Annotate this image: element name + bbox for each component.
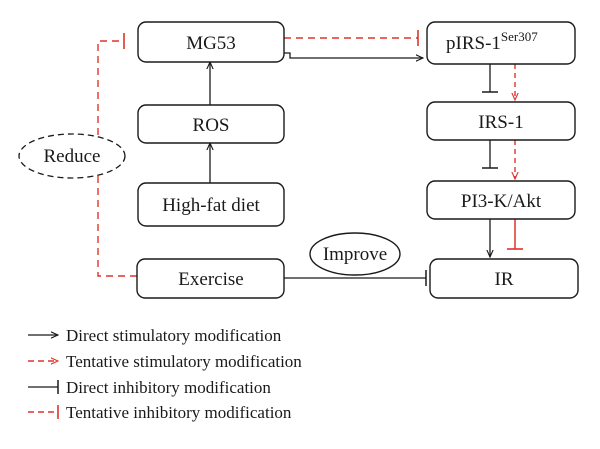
svg-text:Improve: Improve <box>323 244 387 265</box>
node-exercise: Exercise <box>136 258 285 299</box>
legend-item-tentative-inhibitory: Tentative inhibitory modification <box>28 403 292 422</box>
svg-text:High-fat diet: High-fat diet <box>162 195 260 216</box>
node-pirs1: pIRS-1Ser307 <box>426 21 576 65</box>
edge-mg53-to-pirs1 <box>284 52 423 58</box>
oval-improve: Improve <box>309 232 401 276</box>
pirs1-label: pIRS-1 <box>446 33 501 54</box>
svg-text:MG53: MG53 <box>186 33 236 54</box>
svg-text:Direct stimulatory modificatio: Direct stimulatory modification <box>66 326 282 345</box>
svg-text:Tentative stimulatory modifica: Tentative stimulatory modification <box>66 352 302 371</box>
node-pi3k-akt: PI3-K/Akt <box>426 180 576 220</box>
svg-text:IR: IR <box>495 269 514 290</box>
node-mg53: MG53 <box>137 21 285 63</box>
pirs1-superscript: Ser307 <box>501 29 538 44</box>
svg-text:pIRS-1Ser307: pIRS-1Ser307 <box>446 29 538 54</box>
oval-reduce: Reduce <box>18 133 126 179</box>
legend-item-direct-inhibitory: Direct inhibitory modification <box>28 378 271 397</box>
node-ros: ROS <box>137 104 285 144</box>
svg-text:Tentative inhibitory modificat: Tentative inhibitory modification <box>66 403 292 422</box>
legend-item-direct-stimulatory: Direct stimulatory modification <box>28 326 282 345</box>
svg-text:ROS: ROS <box>193 115 230 136</box>
svg-text:PI3-K/Akt: PI3-K/Akt <box>461 191 542 212</box>
legend: Direct stimulatory modification Tentativ… <box>28 326 302 422</box>
node-irs1: IRS-1 <box>426 101 576 141</box>
svg-text:Direct inhibitory modification: Direct inhibitory modification <box>66 378 271 397</box>
node-high-fat-diet: High-fat diet <box>137 182 285 227</box>
svg-text:IRS-1: IRS-1 <box>478 112 523 133</box>
node-ir: IR <box>429 258 579 299</box>
svg-text:Reduce: Reduce <box>44 146 101 167</box>
legend-item-tentative-stimulatory: Tentative stimulatory modification <box>28 352 302 371</box>
svg-text:Exercise: Exercise <box>178 269 243 290</box>
